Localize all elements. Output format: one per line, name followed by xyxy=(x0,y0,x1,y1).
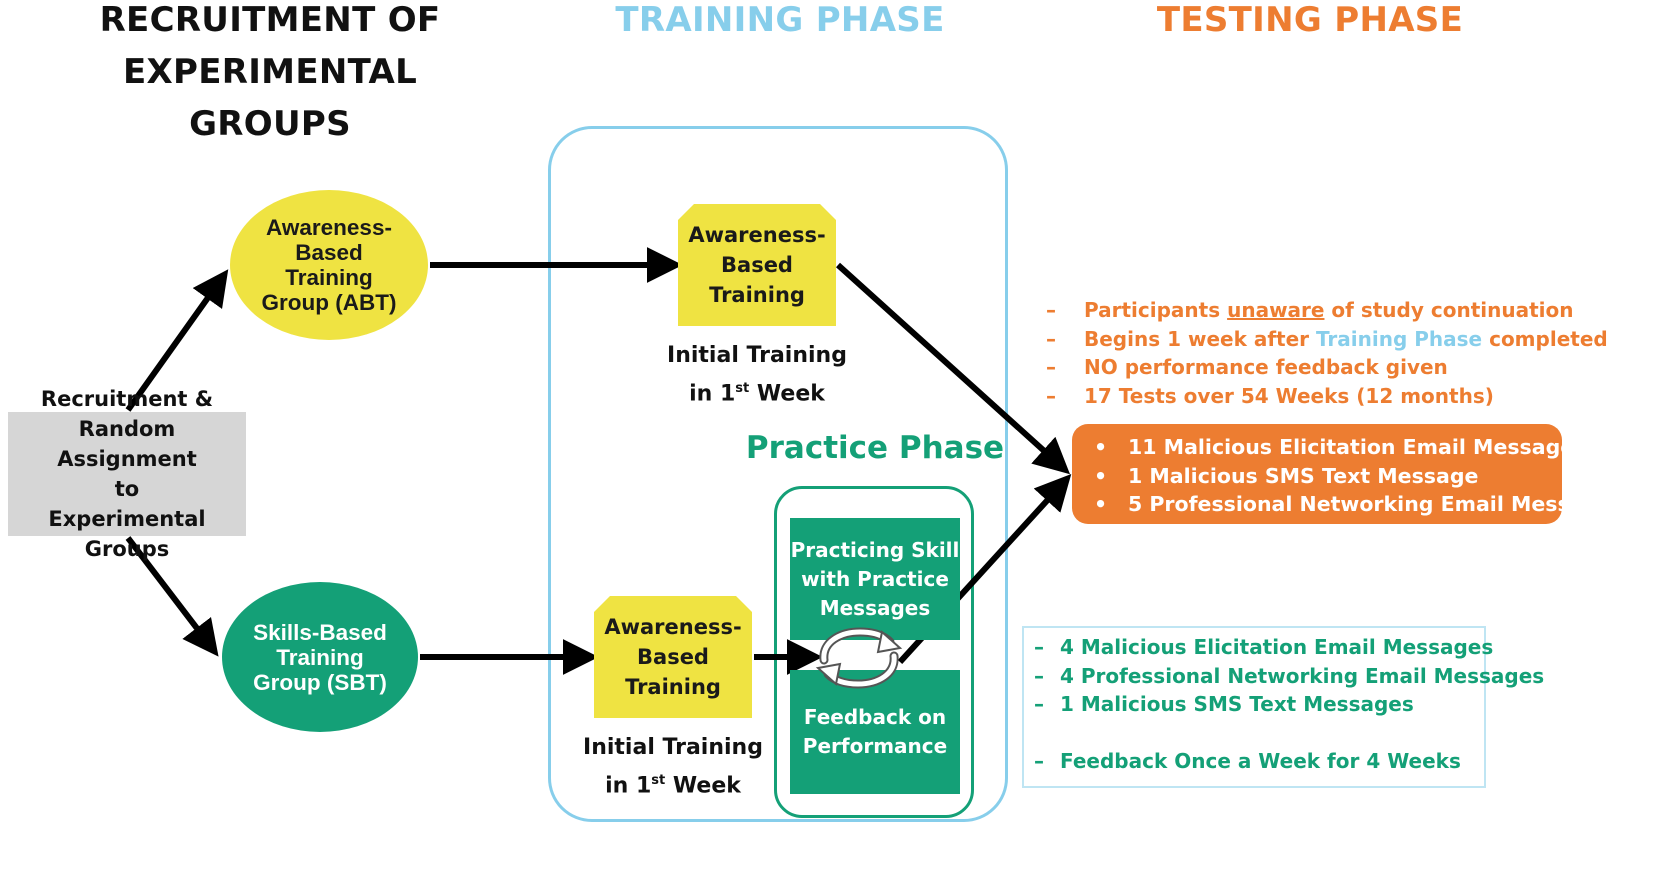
practice-note-feedback: –Feedback Once a Week for 4 Weeks xyxy=(1034,748,1461,773)
abt-training-line1: Awareness- xyxy=(688,223,826,247)
sbt-group-node: Skills-Based Training Group (SBT) xyxy=(222,582,418,732)
practicing-skill-box: Practicing Skill with Practice Messages xyxy=(790,518,960,640)
recruitment-line2: Random Assignment xyxy=(57,417,197,471)
testing-note-3: –NO performance feedback given xyxy=(1046,355,1448,379)
recruitment-header-line1: RECRUITMENT OF xyxy=(99,0,441,40)
practice-note-2: –4 Professional Networking Email Message… xyxy=(1034,663,1545,688)
practice-note-1: –4 Malicious Elicitation Email Messages xyxy=(1034,635,1494,659)
sbt-training-line1: Awareness- xyxy=(604,615,742,639)
feedback-performance-box: Feedback on Performance xyxy=(790,670,960,794)
arrow-recruit-to-sbt xyxy=(125,536,219,657)
sbt-caption-line2: in 1st Week xyxy=(605,773,741,799)
cycle-icon xyxy=(815,627,903,689)
abt-training-line2: Based xyxy=(721,253,793,277)
recruitment-header: RECRUITMENT OF EXPERIMENTAL GROUPS xyxy=(40,0,500,150)
arrow-abt-training-to-testing xyxy=(835,262,1071,475)
abt-training-line3: Training xyxy=(709,283,805,307)
feedback-line2: Performance xyxy=(802,734,948,758)
sbt-training-box: Awareness- Based Training xyxy=(594,596,752,718)
testing-phase-header: TESTING PHASE xyxy=(1156,0,1464,40)
practicing-skill-line3: Messages xyxy=(819,595,931,620)
training-phase-header: TRAINING PHASE xyxy=(615,0,945,40)
sbt-training-line3: Training xyxy=(625,675,721,699)
abt-caption-line1: Initial Training xyxy=(667,343,847,368)
abt-caption-line2: in 1st Week xyxy=(689,381,825,407)
practice-note-3: –1 Malicious SMS Text Messages xyxy=(1034,692,1414,716)
recruitment-header-line2: EXPERIMENTAL GROUPS xyxy=(122,52,418,144)
abt-line1: Awareness- xyxy=(266,215,392,240)
testing-message-3: •5 Professional Networking Email Message… xyxy=(1094,492,1625,516)
practice-phase-container xyxy=(774,486,974,818)
recruitment-line3: to xyxy=(114,477,140,501)
abt-training-box: Awareness- Based Training xyxy=(678,204,836,326)
abt-line2: Based xyxy=(295,240,363,265)
testing-message-2: •1 Malicious SMS Text Message xyxy=(1094,463,1479,488)
abt-line4: Group (ABT) xyxy=(261,290,397,315)
feedback-line1: Feedback on xyxy=(803,705,947,729)
training-phase-container xyxy=(548,126,1008,822)
testing-message-1: •11 Malicious Elicitation Email Messages xyxy=(1094,435,1587,459)
sbt-caption-line1: Initial Training xyxy=(583,735,763,760)
practice-notes-box: –4 Malicious Elicitation Email Messages … xyxy=(1022,626,1545,788)
sbt-line3: Group (SBT) xyxy=(253,669,387,695)
sbt-training-caption: Initial Training in 1st Week xyxy=(578,731,768,802)
testing-note-2: –Begins 1 week after Training Phase comp… xyxy=(1046,326,1608,351)
practicing-skill-line1: Practicing Skill xyxy=(790,537,960,562)
practice-notes-list: –4 Malicious Elicitation Email Messages … xyxy=(1034,633,1545,775)
arrow-recruit-to-abt xyxy=(125,269,229,412)
abt-line3: Training xyxy=(285,265,373,290)
practice-phase-title: Practice Phase xyxy=(745,430,1005,466)
testing-note-4: –17 Tests over 54 Weeks (12 months) xyxy=(1046,383,1494,408)
sbt-training-line2: Based xyxy=(637,645,709,669)
practicing-skill-line2: with Practice xyxy=(801,566,949,591)
recruitment-box: Recruitment & Random Assignment to Exper… xyxy=(8,387,246,561)
testing-note-1: –Participants unaware of study continuat… xyxy=(1046,298,1574,322)
testing-messages-list: •11 Malicious Elicitation Email Messages… xyxy=(1094,433,1625,519)
abt-group-node: Awareness- Based Training Group (ABT) xyxy=(230,190,428,340)
sbt-line2: Training xyxy=(276,644,364,670)
recruitment-line1: Recruitment & xyxy=(40,387,214,411)
sbt-line1: Skills-Based xyxy=(253,619,387,645)
recruitment-line4: Experimental Groups xyxy=(48,507,206,561)
abt-training-caption: Initial Training in 1st Week xyxy=(662,339,852,410)
testing-notes-list: –Participants unaware of study continuat… xyxy=(1046,296,1608,410)
testing-messages-box: •11 Malicious Elicitation Email Messages… xyxy=(1072,424,1625,524)
